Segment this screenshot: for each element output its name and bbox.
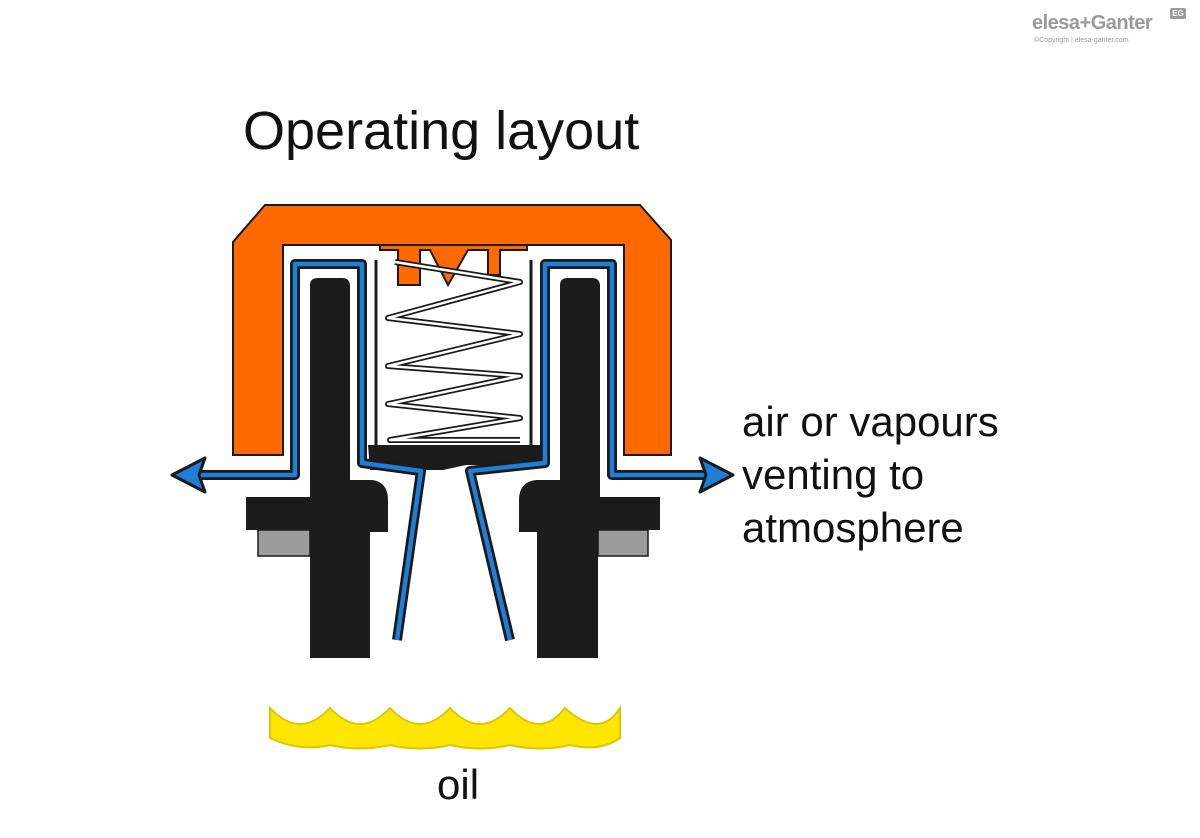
vent-label-line-2: venting to [742, 451, 925, 498]
flow-path-right [465, 259, 712, 642]
right-gasket [597, 529, 649, 557]
spring-housing [374, 260, 533, 445]
vent-label-line-1: air or vapours [742, 398, 999, 445]
vent-label: air or vapours venting to atmosphere [742, 395, 999, 554]
oil-wave-icon [269, 704, 621, 750]
logo-badge: EG [1170, 8, 1186, 19]
left-body [246, 278, 388, 658]
right-body [519, 278, 660, 658]
diagram-title: Operating layout [243, 101, 640, 161]
left-gasket [257, 529, 311, 557]
flow-arrow-left-icon [170, 456, 207, 494]
brand-logo: elesa+Ganter EG ©Copyright | elesa-gante… [1032, 6, 1186, 46]
flow-path-left [196, 259, 426, 641]
spring-icon [385, 259, 523, 443]
vent-label-line-3: atmosphere [742, 504, 964, 551]
logo-brand-text: elesa+Ganter [1032, 12, 1153, 34]
flow-arrow-right-icon [698, 456, 735, 494]
orange-cap [232, 204, 672, 456]
oil-label: oil [437, 761, 480, 808]
logo-copyright: ©Copyright | elesa-ganter.com [1034, 37, 1129, 44]
